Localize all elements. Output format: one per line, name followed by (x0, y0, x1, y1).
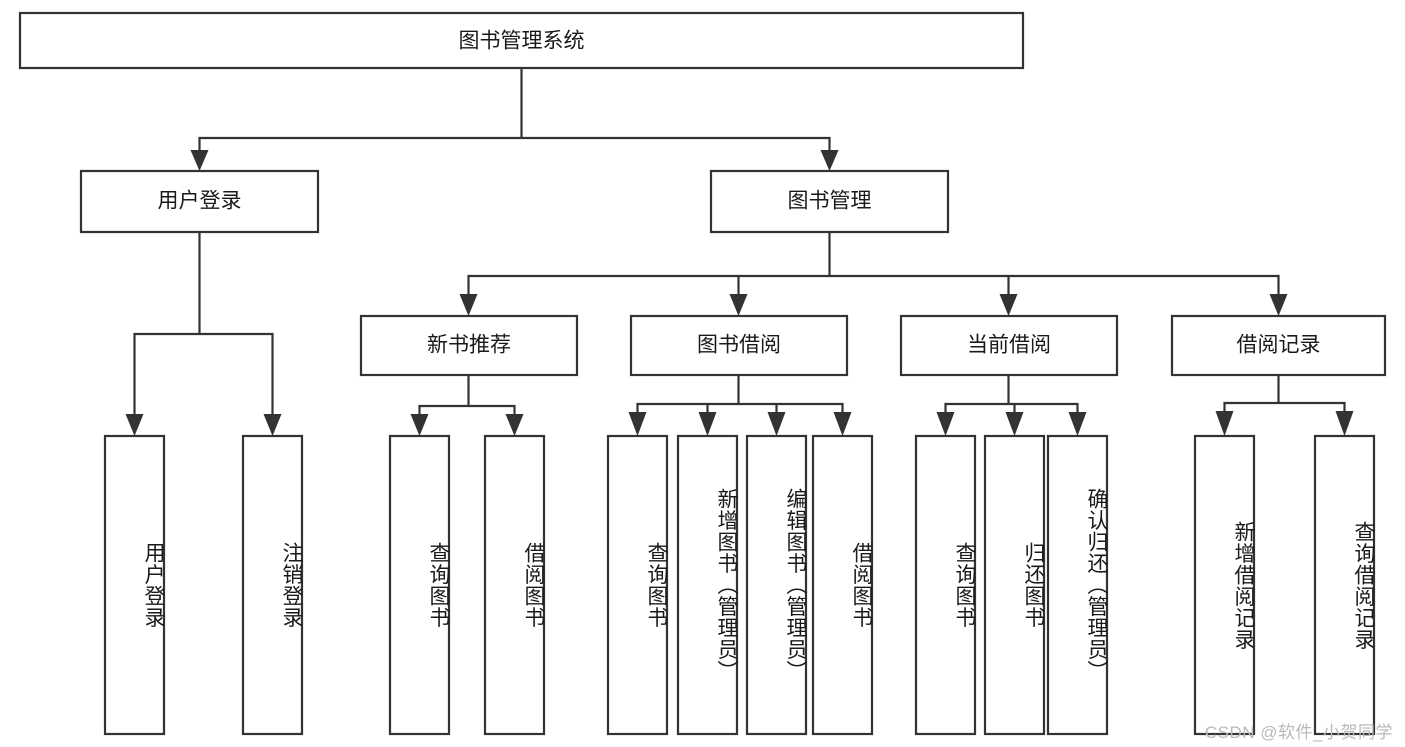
arrow-head-to-leaf-user-login (125, 414, 144, 436)
arrow-head-to-leaf-edit-book-admin (767, 412, 786, 436)
node-current-borrow-label: 当前借阅 (967, 334, 1051, 357)
node-book-borrow-box[interactable] (629, 314, 849, 377)
node-leaf-user-login-box[interactable] (103, 434, 166, 736)
connector-book-manage-bus (467, 230, 1280, 298)
node-leaf-edit-book-admin-box[interactable] (745, 434, 808, 736)
node-leaf-return-book-box[interactable] (983, 434, 1046, 736)
node-leaf-query-book-borrow-box[interactable] (606, 434, 669, 736)
node-current-borrow[interactable]: 当前借阅 (899, 314, 1119, 377)
node-new-book-recommend-label: 新书推荐 (427, 334, 511, 357)
arrow-head-to-leaf-logout (263, 414, 282, 436)
connector-user-login-bus (133, 230, 274, 419)
arrow-head-to-current-borrow (999, 294, 1018, 316)
arrow-head-to-book-manage (820, 150, 839, 171)
node-leaf-logout-box[interactable] (241, 434, 304, 736)
node-user-login-box[interactable] (79, 169, 320, 234)
arrow-head-to-leaf-query-book-rec (410, 414, 429, 436)
node-book-manage-label: 图书管理 (788, 190, 872, 213)
node-leaf-query-book-current-box[interactable] (914, 434, 977, 736)
watermark-text: CSDN @软件_小贺同学 (1204, 723, 1393, 742)
node-leaf-add-book-admin-box[interactable] (676, 434, 739, 736)
connector-new-book-recommend-bus (418, 373, 516, 419)
connector-book-borrow-bus (636, 373, 844, 417)
arrow-head-to-leaf-query-book-borrow (628, 412, 647, 436)
node-leaf-confirm-return-admin-box[interactable] (1046, 434, 1109, 736)
node-leaf-borrow-book-rec-box[interactable] (483, 434, 546, 736)
connector-root-bus (198, 66, 831, 154)
connector-current-borrow-bus (944, 373, 1079, 417)
arrow-head-to-leaf-return-book (1005, 412, 1024, 436)
node-book-borrow-label: 图书借阅 (697, 334, 781, 357)
arrow-head-to-leaf-borrow-book (833, 412, 852, 436)
node-user-login-label: 用户登录 (158, 190, 242, 213)
node-borrow-record-box[interactable] (1170, 314, 1387, 377)
arrow-head-to-leaf-confirm-return-admin (1068, 412, 1087, 436)
arrow-head-to-leaf-add-borrow-record (1215, 411, 1234, 436)
node-borrow-record-label: 借阅记录 (1237, 334, 1321, 357)
connector-borrow-record-bus (1223, 373, 1346, 416)
node-borrow-record[interactable]: 借阅记录 (1170, 314, 1387, 377)
arrow-head-to-leaf-query-book-current (936, 412, 955, 436)
node-leaf-query-borrow-record-box[interactable] (1313, 434, 1376, 736)
node-new-book-recommend-box[interactable] (359, 314, 579, 377)
node-root-box[interactable] (18, 11, 1025, 70)
leaf-box-group (103, 434, 1376, 736)
arrow-head-to-leaf-borrow-book-rec (505, 414, 524, 436)
node-leaf-add-borrow-record-box[interactable] (1193, 434, 1256, 736)
node-current-borrow-box[interactable] (899, 314, 1119, 377)
node-root-label: 图书管理系统 (459, 30, 585, 53)
arrow-head-to-user-login (190, 150, 209, 171)
arrow-head-to-leaf-query-borrow-record (1335, 411, 1354, 436)
node-leaf-query-book-rec-box[interactable] (388, 434, 451, 736)
node-book-borrow[interactable]: 图书借阅 (629, 314, 849, 377)
node-book-manage-box[interactable] (709, 169, 950, 234)
arrow-head-to-leaf-add-book-admin (698, 412, 717, 436)
node-root[interactable]: 图书管理系统 (18, 11, 1025, 70)
arrow-head-to-book-borrow (729, 294, 748, 316)
node-user-login[interactable]: 用户登录 (79, 169, 320, 234)
node-leaf-borrow-book-box[interactable] (811, 434, 874, 736)
arrow-head-to-borrow-record (1269, 294, 1288, 316)
arrow-head-to-new-book-recommend (459, 294, 478, 316)
connector-group (125, 66, 1354, 436)
node-new-book-recommend[interactable]: 新书推荐 (359, 314, 579, 377)
node-book-manage[interactable]: 图书管理 (709, 169, 950, 234)
